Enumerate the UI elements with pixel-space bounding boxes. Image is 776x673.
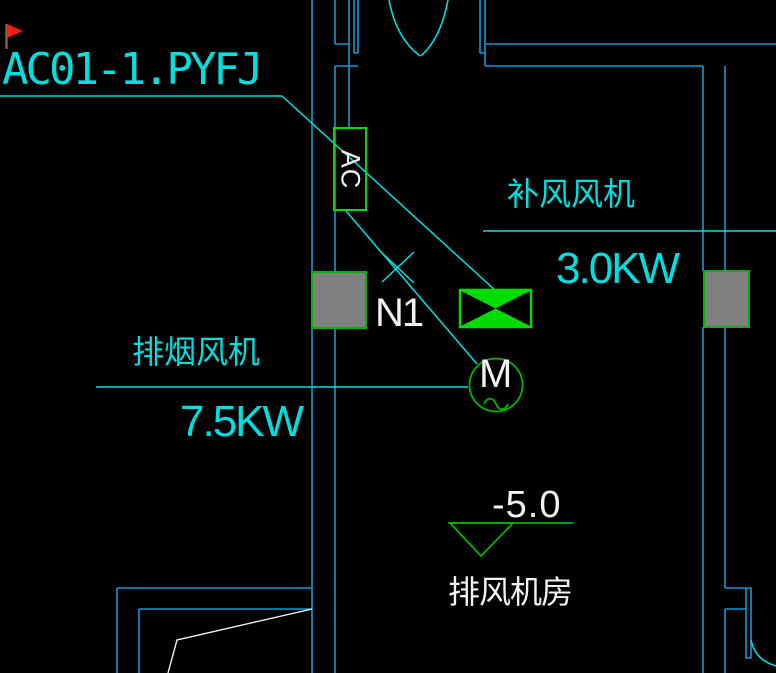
fire-damper-icon	[458, 288, 533, 329]
bottom-left-wall-corner	[116, 587, 312, 673]
smoke-fan-name-label: 排烟风机	[132, 334, 261, 370]
supply-fan-power-label: 3.0KW	[556, 244, 680, 293]
bottom-right-door-arc	[750, 639, 776, 667]
feeder-label: AC01-1.PYFJ	[2, 44, 263, 95]
leader-ac-to-motor	[345, 210, 478, 365]
column-right	[703, 270, 750, 328]
top-right-wall	[479, 0, 776, 67]
right-wall-upper	[702, 66, 726, 271]
supply-fan-name-label: 补风风机	[507, 176, 636, 212]
left-wall-lower	[311, 328, 336, 673]
smoke-fan-power-label: 7.5KW	[180, 397, 304, 446]
leader-to-damper	[281, 95, 497, 292]
right-wall-lower	[702, 327, 746, 673]
ac-unit-label: AC	[335, 149, 366, 189]
x-switch-mark	[381, 251, 415, 284]
motor-icon	[468, 357, 524, 413]
motor-letter-label: M	[479, 352, 513, 396]
double-door-swing-arc-left	[388, 0, 421, 57]
circuit-number-label: N1	[375, 291, 424, 335]
elevation-marker-icon	[447, 522, 573, 558]
double-door-swing-arc-right	[420, 0, 449, 57]
ramp-polyline	[167, 608, 313, 673]
elevation-value-label: -5.0	[492, 484, 562, 526]
right-door-leaf	[745, 587, 752, 659]
room-name-label: 排风机房	[448, 574, 573, 610]
column-left	[311, 271, 367, 329]
flag-icon	[5, 24, 23, 49]
motor-tilde	[483, 397, 509, 411]
ac-unit-box	[333, 127, 367, 211]
